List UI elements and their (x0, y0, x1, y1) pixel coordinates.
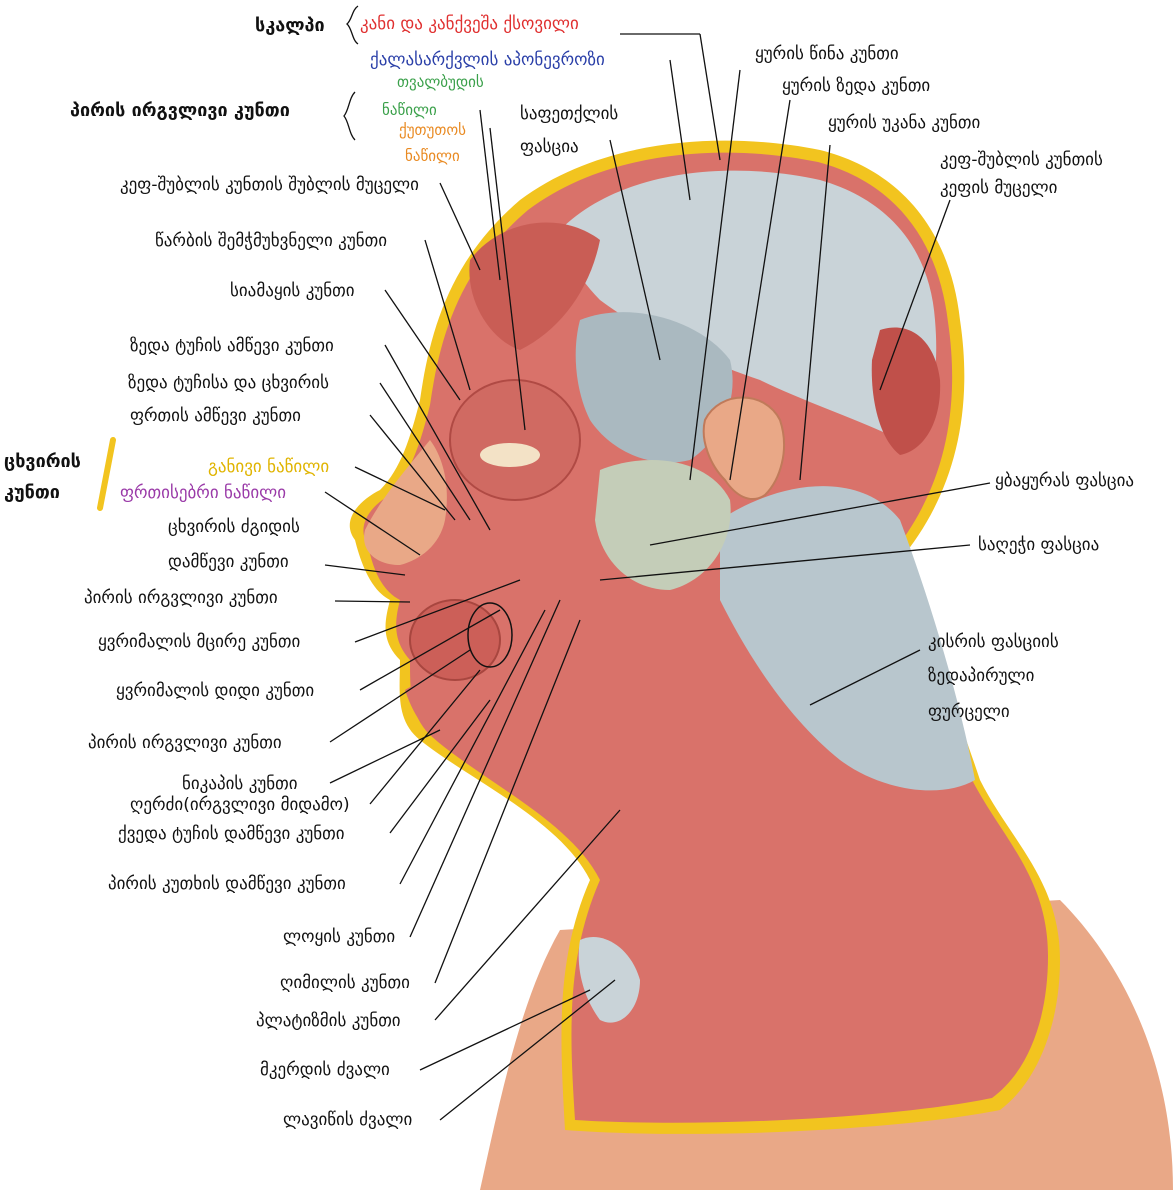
label-orbital-part-2: ნაწილი (382, 100, 437, 120)
label-nasalis-1: ცხვირის (4, 452, 81, 472)
label-zygomatic-major: ყვრიმალის დიდი კუნთი (116, 681, 314, 701)
label-clavicle: ლავიწის ძვალი (283, 1110, 412, 1130)
label-temporal-fascia-1: საფეთქლის (520, 104, 618, 124)
label-auricularis-anterior: ყურის წინა კუნთი (755, 44, 899, 64)
label-orbital-part-1: თვალბუდის (397, 72, 484, 92)
label-scalp: სკალპი (255, 16, 325, 36)
label-masseteric-fascia: ყბაყურას ფასცია (995, 471, 1134, 491)
label-mentalis: ნიკაპის კუნთი (182, 774, 298, 794)
label-orbicularis-oculi: პირის ირგვლივი კუნთი (70, 101, 290, 121)
label-cervical-fascia-3: ფურცელი (928, 702, 1010, 722)
label-frontal-belly: კეფ-შუბლის კუნთის შუბლის მუცელი (120, 175, 419, 195)
label-orbicularis-oris-1: პირის ირგვლივი კუნთი (84, 588, 278, 608)
label-risorius: ღიმილის კუნთი (280, 973, 410, 993)
label-auricularis-superior: ყურის ზედა კუნთი (782, 76, 930, 96)
label-depressor-labii: ქვედა ტუჩის დამწევი კუნთი (118, 824, 345, 844)
label-transverse-part: განივი ნაწილი (208, 457, 329, 477)
label-occipital-belly-1: კეფ-შუბლის კუნთის (940, 150, 1103, 170)
orbicularis-oculi (450, 380, 580, 500)
label-occipital-belly-2: კეფის მუცელი (940, 178, 1057, 198)
label-levator-labii-alaeque-1: ზედა ტუჩისა და ცხვირის (128, 373, 329, 393)
nasalis-bracket (100, 440, 113, 508)
label-palpebral-part-2: ნაწილი (405, 146, 460, 166)
label-nasalis-2: კუნთი (4, 483, 60, 503)
label-depressor-septi-1: ცხვირის ძგიდის (168, 517, 300, 537)
label-zygomatic-minor: ყვრიმალის მცირე კუნთი (98, 632, 300, 652)
label-parotid-fascia: საღეჭი ფასცია (978, 535, 1099, 555)
label-buccinator: ლოყის კუნთი (283, 927, 395, 947)
label-platysma: პლატიზმის კუნთი (256, 1011, 401, 1031)
label-levator-labii: ზედა ტუჩის ამწევი კუნთი (130, 336, 334, 356)
label-procerus: სიამაყის კუნთი (230, 281, 355, 301)
label-auricularis-posterior: ყურის უკანა კუნთი (828, 113, 980, 133)
label-levator-labii-alaeque-2: ფრთის ამწევი კუნთი (130, 406, 301, 426)
label-skin-subcutis: კანი და კანქვეშა ქსოვილი (360, 14, 579, 34)
orbicularis-oris (410, 600, 500, 680)
label-galea: ქალასარქვლის აპონევროზი (370, 50, 605, 70)
label-modiolus: ღერძი(ირგვლივი მიდამო) (130, 795, 350, 815)
label-palpebral-part-1: ქუთუთოს (399, 120, 466, 140)
label-orbicularis-oris-2: პირის ირგვლივი კუნთი (88, 733, 282, 753)
label-depressor-septi-2: დამწევი კუნთი (168, 552, 289, 572)
eye (480, 443, 540, 467)
label-depressor-anguli: პირის კუთხის დამწევი კუნთი (108, 874, 346, 894)
label-sternum: მკერდის ძვალი (260, 1060, 390, 1080)
label-alar-part: ფრთისებრი ნაწილი (120, 483, 286, 503)
label-corrugator: წარბის შემჭმუხვნელი კუნთი (155, 231, 387, 251)
label-cervical-fascia-1: კისრის ფასციის (928, 632, 1059, 652)
label-temporal-fascia-2: ფასცია (520, 137, 579, 157)
label-cervical-fascia-2: ზედაპირული (928, 666, 1034, 686)
